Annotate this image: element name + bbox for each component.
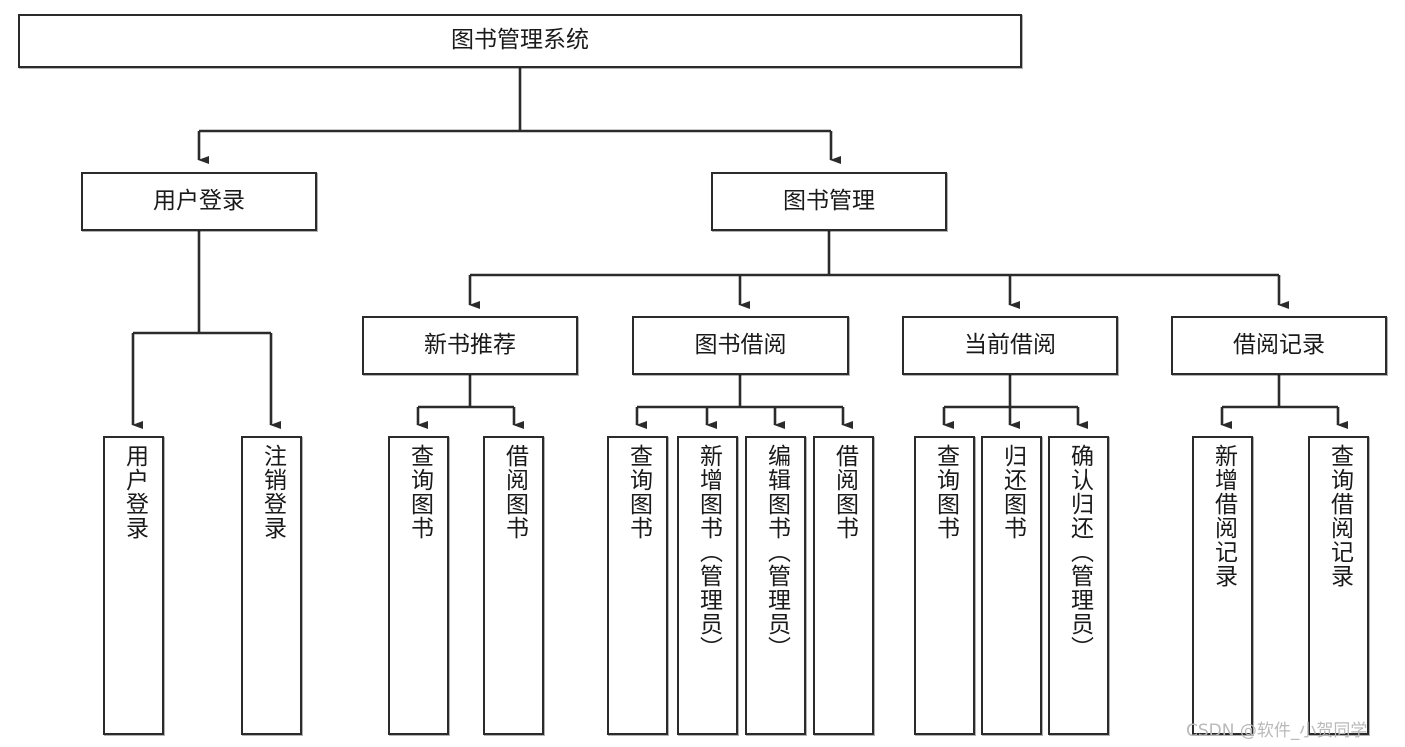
node-leaf-logout-login[interactable]: 注销登录 xyxy=(241,436,302,735)
node-book-borrow[interactable]: 图书借阅 xyxy=(632,316,849,375)
node-leaf-query-book-1-label: 查询图书 xyxy=(406,444,433,540)
node-root-label: 图书管理系统 xyxy=(451,27,589,54)
node-borrow-record-label: 借阅记录 xyxy=(1233,331,1325,358)
node-leaf-borrow-book-1-label: 借阅图书 xyxy=(501,444,528,540)
node-leaf-user-login[interactable]: 用户登录 xyxy=(103,436,164,735)
node-leaf-confirm-return[interactable]: 确认归还（管理员） xyxy=(1048,436,1109,735)
node-current-borrow-label: 当前借阅 xyxy=(964,331,1056,358)
watermark-text: CSDN @软件_小贺同学 xyxy=(1186,721,1368,741)
node-leaf-add-book[interactable]: 新增图书（管理员） xyxy=(677,436,738,735)
node-leaf-logout-login-label: 注销登录 xyxy=(259,444,286,540)
node-leaf-query-record[interactable]: 查询借阅记录 xyxy=(1308,436,1369,735)
node-current-borrow[interactable]: 当前借阅 xyxy=(902,316,1118,375)
node-leaf-edit-book[interactable]: 编辑图书（管理员） xyxy=(745,436,806,735)
node-leaf-return-book[interactable]: 归还图书 xyxy=(981,436,1042,735)
node-leaf-return-book-label: 归还图书 xyxy=(999,444,1026,540)
node-leaf-query-book-3-label: 查询图书 xyxy=(932,444,959,540)
node-user-login[interactable]: 用户登录 xyxy=(81,172,317,231)
node-user-login-label: 用户登录 xyxy=(153,187,245,214)
node-leaf-edit-book-label: 编辑图书（管理员） xyxy=(763,444,790,660)
node-leaf-confirm-return-label: 确认归还（管理员） xyxy=(1066,444,1093,660)
node-leaf-query-book-2[interactable]: 查询图书 xyxy=(607,436,668,735)
node-leaf-query-book-3[interactable]: 查询图书 xyxy=(914,436,975,735)
node-book-management-label: 图书管理 xyxy=(783,187,875,214)
node-leaf-add-book-label: 新增图书（管理员） xyxy=(695,444,722,660)
node-leaf-user-login-label: 用户登录 xyxy=(121,444,148,540)
node-leaf-borrow-book-2-label: 借阅图书 xyxy=(831,444,858,540)
node-leaf-query-book-2-label: 查询图书 xyxy=(625,444,652,540)
node-root[interactable]: 图书管理系统 xyxy=(18,14,1022,68)
node-leaf-add-record[interactable]: 新增借阅记录 xyxy=(1192,436,1253,735)
node-book-management[interactable]: 图书管理 xyxy=(711,172,947,231)
node-leaf-borrow-book-1[interactable]: 借阅图书 xyxy=(483,436,544,735)
node-leaf-borrow-book-2[interactable]: 借阅图书 xyxy=(813,436,874,735)
node-borrow-record[interactable]: 借阅记录 xyxy=(1171,316,1387,375)
node-leaf-query-record-label: 查询借阅记录 xyxy=(1326,444,1353,588)
node-new-book-recommend-label: 新书推荐 xyxy=(424,331,516,358)
node-leaf-query-book-1[interactable]: 查询图书 xyxy=(388,436,449,735)
node-book-borrow-label: 图书借阅 xyxy=(694,331,787,358)
node-leaf-add-record-label: 新增借阅记录 xyxy=(1210,444,1237,588)
node-new-book-recommend[interactable]: 新书推荐 xyxy=(362,316,578,375)
